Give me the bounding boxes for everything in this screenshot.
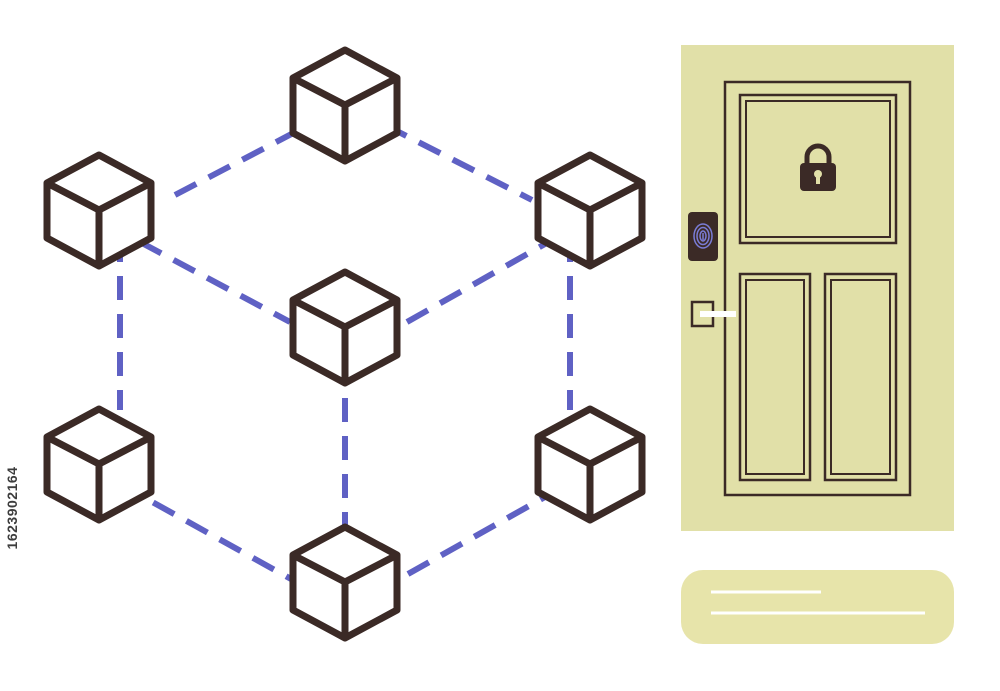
cube-node-lower-right	[538, 409, 642, 520]
connector-right-center	[405, 237, 554, 325]
padlock-icon	[800, 143, 836, 191]
cube-node-lower-left	[47, 409, 151, 520]
cube-node-upper-left	[47, 155, 151, 266]
cube-node-center	[293, 272, 397, 383]
cube-node-upper-right	[538, 155, 642, 266]
door-left-panel-inner	[745, 279, 805, 475]
connector-top-right	[383, 122, 534, 203]
fingerprint-icon	[688, 212, 718, 261]
caption-pill	[681, 570, 954, 644]
connector-bottom-right	[406, 490, 554, 577]
connector-top-left	[173, 115, 324, 198]
door-top-panel-outer	[738, 93, 898, 245]
network-cubes	[47, 50, 642, 638]
secure-door	[681, 45, 954, 531]
caption-bar	[681, 570, 954, 644]
door-right-panel-inner	[830, 279, 891, 475]
connector-bottom-left	[118, 481, 302, 587]
stock-id-label: 1623902164	[4, 466, 20, 550]
cube-node-top	[293, 50, 397, 161]
door-top-panel-inner	[745, 100, 891, 238]
door-right-panel-outer	[823, 272, 898, 482]
door-frame	[723, 80, 912, 497]
network-connectors	[117, 115, 573, 587]
door-background-panel	[681, 45, 954, 531]
cube-node-bottom	[293, 527, 397, 638]
door-handle-icon	[690, 300, 736, 328]
door-left-panel-outer	[738, 272, 812, 482]
connector-left-center	[138, 239, 292, 325]
